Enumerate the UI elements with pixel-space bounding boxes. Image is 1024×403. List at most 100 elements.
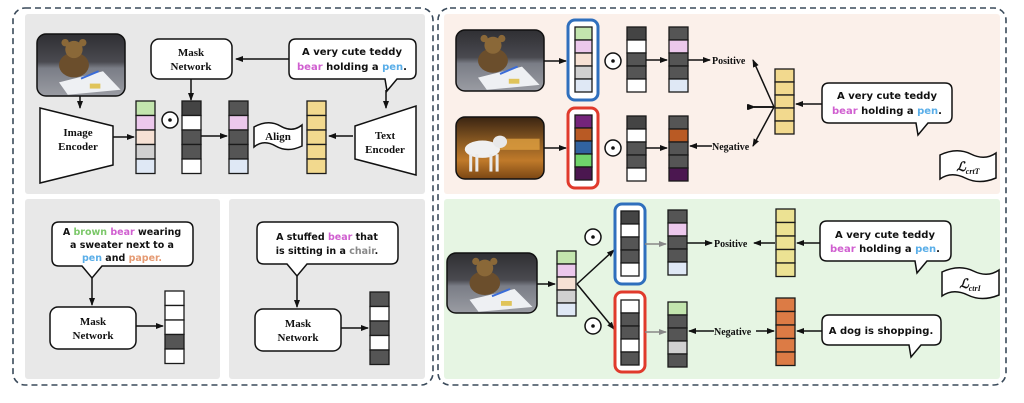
- caption-word: wearing: [135, 227, 181, 238]
- vector-cell: [626, 52, 647, 67]
- vector-cell: [668, 65, 689, 80]
- vector-cell: [774, 81, 795, 96]
- bear-ear: [490, 257, 498, 265]
- mask-network-label: Network: [278, 332, 320, 344]
- vector-cell: [164, 348, 185, 365]
- hadamard-product-icon: [584, 228, 602, 246]
- vector-cell: [775, 351, 796, 367]
- vector-cell: [164, 333, 185, 350]
- caption-word: is sitting in a: [276, 246, 349, 257]
- align-label: Align: [265, 131, 291, 143]
- vector-cell: [775, 310, 796, 326]
- vector-cell: [667, 327, 688, 342]
- dog-body: [464, 140, 500, 158]
- bottom-left-a-caption-bubble: [51, 221, 194, 280]
- left-dashed-frame: [12, 7, 434, 386]
- vector-cell: [228, 143, 249, 160]
- caption-word: pen: [382, 62, 403, 73]
- mask-network-label: Mask: [178, 47, 205, 59]
- right-dashed-frame: [437, 7, 1007, 386]
- bear-ear: [472, 257, 480, 265]
- dog-head: [492, 135, 508, 148]
- caption-line: A very cute teddy: [835, 230, 935, 241]
- hadamard-dot: [591, 235, 595, 239]
- vector-cell: [620, 312, 640, 327]
- positive-image-feature-vector: [574, 26, 593, 93]
- loss-symbol: ℒ: [959, 276, 969, 291]
- mask-network-box: [254, 308, 342, 352]
- negative-mask-vector: [620, 299, 640, 366]
- caption-word: brown: [74, 227, 108, 238]
- caption-word: .: [938, 106, 942, 117]
- vector-cell: [626, 115, 647, 130]
- bear-ear: [61, 38, 69, 47]
- vector-cell: [135, 114, 156, 131]
- negative-image-feature-vector: [574, 114, 593, 181]
- vector-cell: [620, 351, 640, 366]
- vector-cell: [620, 262, 640, 277]
- to-positive-mask-arrow: [576, 249, 615, 285]
- vector-cell: [228, 114, 249, 131]
- dog-leg: [475, 154, 479, 172]
- image-encoder-shape: [39, 107, 114, 184]
- caption-word: pen: [915, 244, 936, 255]
- vector-cell: [135, 100, 156, 117]
- mask-vector: [626, 115, 647, 182]
- caption-word: bear: [297, 62, 323, 73]
- vector-cell: [626, 26, 647, 41]
- positive-label: Positive: [714, 239, 748, 250]
- vector-cell: [574, 140, 593, 155]
- text-encoder-label: Encoder: [365, 144, 405, 156]
- vector-cell: [775, 208, 796, 224]
- mask-vector: [626, 26, 647, 93]
- generated-mask-vector: [369, 291, 390, 366]
- generated-mask-vector: [164, 290, 185, 365]
- vector-cell: [668, 115, 689, 130]
- text-feature-vector: [774, 68, 795, 135]
- vector-cell: [620, 338, 640, 353]
- vector-cell: [775, 235, 796, 251]
- vector-cell: [574, 166, 593, 181]
- vector-cell: [774, 68, 795, 83]
- loss-banner: [941, 267, 1000, 300]
- vector-cell: [668, 78, 689, 93]
- dog-leg: [495, 154, 499, 172]
- caption-word: holding a: [856, 244, 915, 255]
- vector-cell: [306, 158, 327, 175]
- loss-symbol: ℒ: [956, 159, 966, 174]
- vector-cell: [369, 291, 390, 308]
- caption-word: bear: [830, 244, 856, 255]
- vector-cell: [620, 236, 640, 251]
- vector-cell: [620, 249, 640, 264]
- caption-word: .: [936, 244, 940, 255]
- vector-cell: [556, 276, 577, 291]
- hadamard-dot: [168, 118, 172, 122]
- positive-text-feature-vector: [775, 208, 796, 278]
- vector-cell: [774, 107, 795, 122]
- positive-mask-vector: [620, 210, 640, 277]
- vector-cell: [775, 337, 796, 353]
- vector-cell: [667, 235, 688, 250]
- vector-cell: [626, 128, 647, 143]
- vector-cell: [774, 94, 795, 109]
- vector-cell: [164, 304, 185, 321]
- to-negative-mask-arrow: [576, 283, 615, 330]
- paper-shape: [469, 289, 533, 312]
- vector-cell: [135, 129, 156, 146]
- vector-cell: [306, 114, 327, 131]
- caption-line: bear holding a pen.: [297, 62, 407, 73]
- vector-cell: [774, 120, 795, 135]
- negative-masked-vector: [668, 115, 689, 182]
- vector-cell: [556, 263, 577, 278]
- mask-network-label: Network: [171, 61, 213, 73]
- vector-cell: [556, 289, 577, 304]
- vector-cell: [574, 65, 593, 80]
- caption-word: bear: [832, 106, 858, 117]
- negative-label: Negative: [712, 142, 750, 153]
- caption-word: holding a: [858, 106, 917, 117]
- dog-leg: [469, 154, 473, 172]
- to-positive-arrow: [752, 59, 775, 108]
- vector-cell: [574, 78, 593, 93]
- bottom-left-b-caption-bubble: [256, 221, 399, 278]
